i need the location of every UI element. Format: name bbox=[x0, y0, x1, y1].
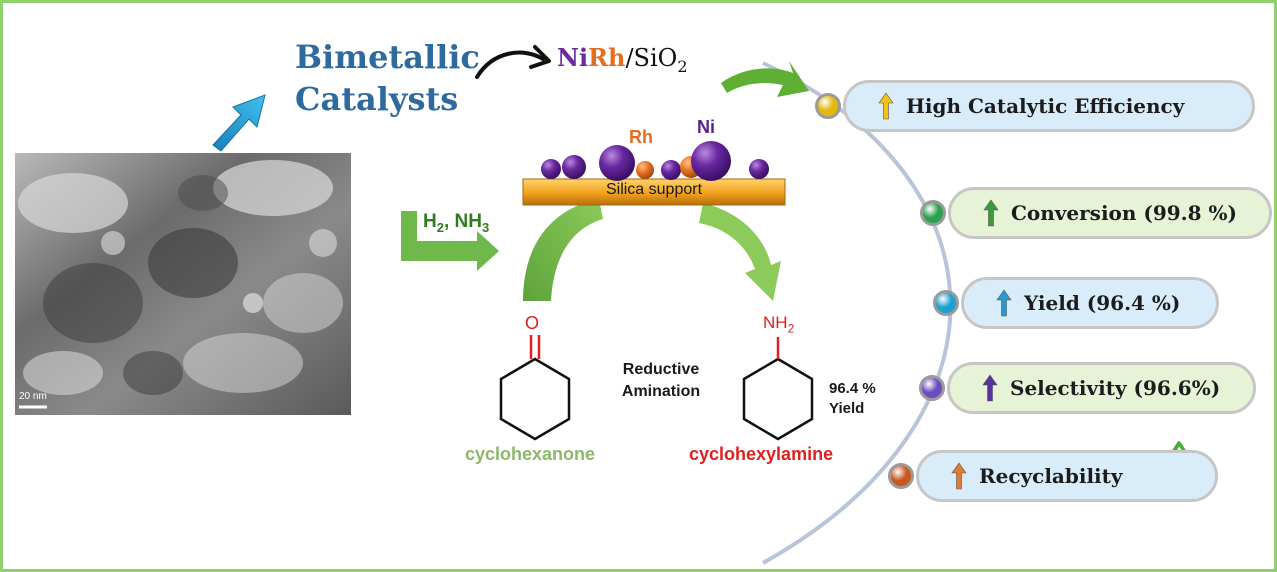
cyclohexylamine-structure bbox=[742, 337, 814, 441]
blue-arrow-icon bbox=[212, 94, 266, 152]
green-arrow-icon bbox=[721, 61, 809, 97]
reaction-type-line-1: Reductive bbox=[622, 361, 700, 378]
property-bullet-selectivity bbox=[919, 375, 945, 401]
property-pill-recyclability: Recyclability bbox=[916, 450, 1218, 502]
property-pill-selectivity: Selectivity (96.6%) bbox=[947, 362, 1256, 414]
catalyst-subscript: 2 bbox=[677, 56, 688, 76]
property-pill-conversion: Conversion (99.8 %) bbox=[948, 187, 1272, 239]
oxygen-atom-label: O bbox=[525, 313, 540, 333]
reaction-arc-right bbox=[699, 203, 781, 301]
reagent-h2-sub: 2 bbox=[436, 219, 444, 235]
heading-line-1: Bimetallic bbox=[295, 38, 480, 76]
silica-support-label: Silica support bbox=[605, 181, 703, 198]
reagent-nh3: , NH bbox=[443, 211, 482, 232]
up-arrow-icon bbox=[951, 462, 967, 490]
catalyst-formula: NiRh/SiO2 bbox=[557, 43, 688, 76]
property-label-recyclability: Recyclability bbox=[979, 464, 1123, 488]
reagent-h2: H bbox=[423, 211, 437, 232]
reaction-type: Reductive Amination bbox=[603, 359, 719, 403]
ni-label: Ni bbox=[697, 117, 715, 137]
black-curved-arrow-icon bbox=[475, 50, 545, 79]
property-bullet-recyclability bbox=[888, 463, 914, 489]
amine-group-sub: 2 bbox=[787, 321, 795, 336]
property-label-selectivity: Selectivity (96.6%) bbox=[1010, 376, 1221, 400]
product-name: cyclohexylamine bbox=[689, 444, 834, 464]
tem-image bbox=[15, 153, 351, 415]
product-yield: 96.4 % Yield bbox=[829, 379, 876, 419]
reagent-arrow-icon bbox=[401, 211, 499, 271]
product-yield-value: 96.4 % bbox=[829, 380, 876, 397]
heading-line-2: Catalysts bbox=[295, 80, 459, 118]
up-arrow-icon bbox=[996, 289, 1012, 317]
up-arrow-icon bbox=[982, 374, 998, 402]
tem-scale-label: 20 nm bbox=[19, 391, 47, 402]
nanoparticles bbox=[541, 141, 769, 181]
catalyst-rh: Rh bbox=[588, 43, 626, 72]
diagram-canvas bbox=[15, 45, 1250, 565]
up-arrow-icon bbox=[878, 92, 894, 120]
property-label-conversion: Conversion (99.8 %) bbox=[1011, 201, 1237, 225]
catalyst-ni: Ni bbox=[557, 43, 589, 72]
property-pill-yield: Yield (96.4 %) bbox=[961, 277, 1219, 329]
reagent-nh3-sub: 3 bbox=[481, 219, 490, 235]
property-bullet-efficiency bbox=[815, 93, 841, 119]
reaction-type-line-2: Amination bbox=[621, 383, 701, 400]
amine-group-text: NH bbox=[763, 313, 788, 332]
reaction-arc-left bbox=[523, 199, 603, 301]
amine-group-label: NH2 bbox=[763, 313, 794, 335]
property-label-yield: Yield (96.4 %) bbox=[1024, 291, 1181, 315]
cyclohexanone-structure bbox=[499, 335, 571, 441]
reagents-label: H2, NH3 bbox=[423, 211, 489, 235]
property-bullet-yield bbox=[933, 290, 959, 316]
reactant-name: cyclohexanone bbox=[465, 444, 596, 464]
rh-label: Rh bbox=[629, 127, 653, 147]
silica-support-bar bbox=[522, 178, 786, 206]
catalyst-support: /SiO bbox=[625, 44, 678, 72]
property-bullet-conversion bbox=[920, 200, 946, 226]
up-arrow-icon bbox=[983, 199, 999, 227]
product-yield-label: Yield bbox=[829, 400, 865, 417]
property-label-efficiency: High Catalytic Efficiency bbox=[906, 94, 1185, 118]
property-pill-efficiency: High Catalytic Efficiency bbox=[843, 80, 1255, 132]
